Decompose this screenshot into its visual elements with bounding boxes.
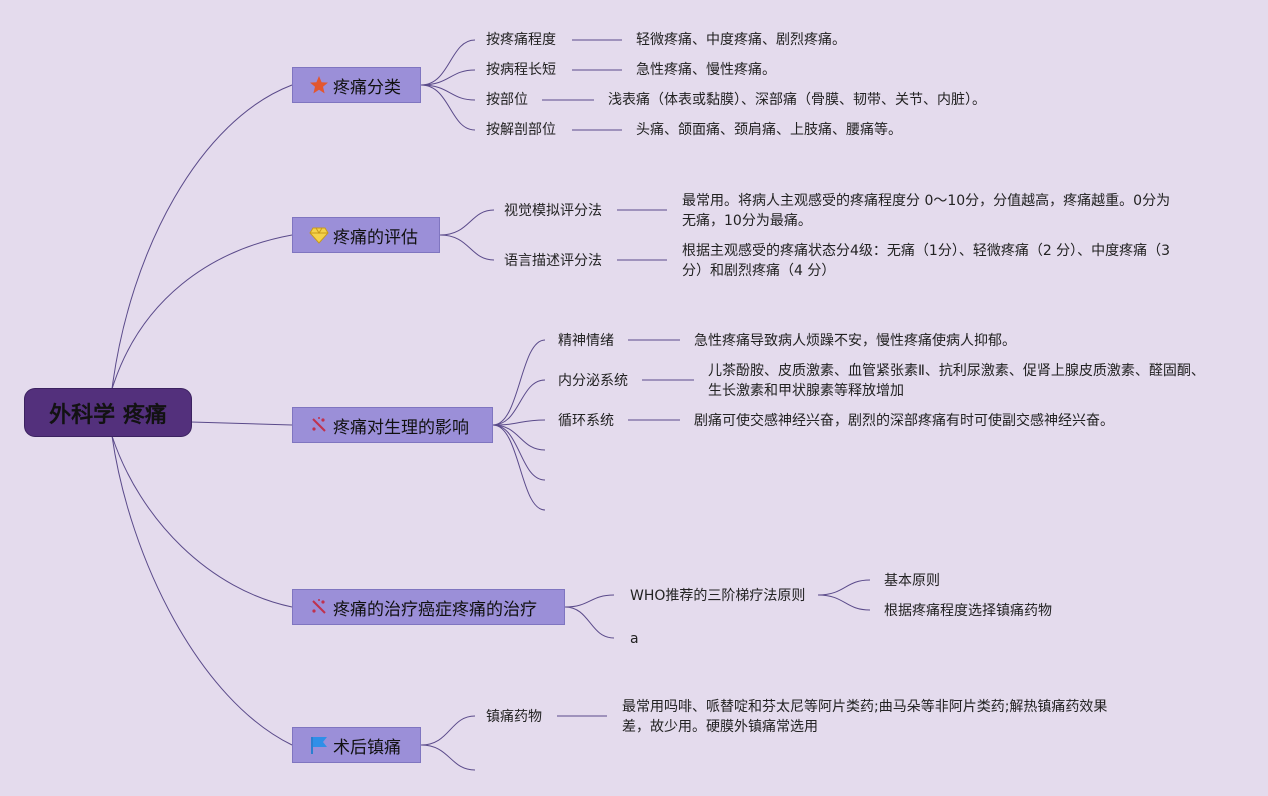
- node-label: 精神情绪: [558, 333, 614, 349]
- node-detail: 最常用吗啡、哌替啶和芬太尼等阿片类药;曲马朵等非阿片类药;解热镇痛药效果差，故少…: [622, 699, 1108, 735]
- node-label: 视觉模拟评分法: [504, 203, 602, 219]
- branch-label: 疼痛的评估: [333, 227, 418, 248]
- connector-root-b5: [111, 435, 293, 746]
- node-label: WHO推荐的三阶梯疗法原则: [630, 588, 806, 604]
- node-label: 按疼痛程度: [486, 32, 556, 48]
- node-detail: 最常用。将病人主观感受的疼痛程度分 0〜10分，分值越高，疼痛越重。0分为无痛，…: [682, 193, 1171, 229]
- branch-label: 术后镇痛: [333, 737, 401, 758]
- node-sub: 基本原则: [884, 573, 940, 589]
- node-detail: 头痛、颌面痛、颈肩痛、上肢痛、腰痛等。: [636, 122, 902, 138]
- connector-root-b3: [190, 421, 293, 426]
- branch-label: 疼痛的治疗癌症疼痛的治疗: [333, 599, 537, 620]
- node-detail: 剧痛可使交感神经兴奋，剧烈的深部疼痛有时可使副交感神经兴奋。: [694, 413, 1114, 429]
- node-label: 按解剖部位: [486, 122, 556, 138]
- node-detail: 儿茶酚胺、皮质激素、血管紧张素Ⅱ、抗利尿激素、促肾上腺皮质激素、醛固酮、生长激素…: [708, 363, 1205, 399]
- connector-root-b1: [111, 84, 293, 390]
- branch-pain-assessment[interactable]: 疼痛的评估: [292, 217, 440, 253]
- sparkle-icon: [309, 597, 329, 617]
- node-label: 镇痛药物: [486, 709, 542, 725]
- node-detail: 根据主观感受的疼痛状态分4级：无痛（1分）、轻微疼痛（2 分）、中度疼痛（3分）…: [682, 243, 1171, 279]
- node-detail: 急性疼痛、慢性疼痛。: [636, 62, 776, 78]
- sparkle-icon: [309, 415, 329, 435]
- node-detail: 浅表痛（体表或黏膜）、深部痛（骨膜、韧带、关节、内脏）。: [608, 92, 986, 108]
- diamond-icon: [309, 225, 329, 245]
- branch-label: 疼痛分类: [333, 77, 401, 98]
- branch-pain-treatment[interactable]: 疼痛的治疗癌症疼痛的治疗: [292, 589, 565, 625]
- connector-root-b2: [111, 234, 293, 390]
- node-label: a: [630, 631, 639, 647]
- branch-pain-classification[interactable]: 疼痛分类: [292, 67, 421, 103]
- node-sub: 根据疼痛程度选择镇痛药物: [884, 603, 1052, 619]
- node-label: 循环系统: [558, 413, 614, 429]
- flag-icon: [309, 735, 329, 755]
- node-label: 语言描述评分法: [504, 253, 602, 269]
- connector-root-b4: [111, 435, 293, 608]
- branch-physiological-effects[interactable]: 疼痛对生理的影响: [292, 407, 493, 443]
- node-label: 按病程长短: [486, 62, 556, 78]
- node-detail: 急性疼痛导致病人烦躁不安，慢性疼痛使病人抑郁。: [694, 333, 1016, 349]
- branch-postop-analgesia[interactable]: 术后镇痛: [292, 727, 421, 763]
- root-node[interactable]: 外科学 疼痛: [25, 389, 191, 436]
- node-detail: 轻微疼痛、中度疼痛、剧烈疼痛。: [636, 32, 846, 48]
- star-icon: [309, 75, 329, 95]
- node-label: 内分泌系统: [558, 373, 628, 389]
- root-title: 外科学 疼痛: [49, 402, 167, 428]
- node-label: 按部位: [486, 92, 528, 108]
- branch-label: 疼痛对生理的影响: [333, 417, 469, 438]
